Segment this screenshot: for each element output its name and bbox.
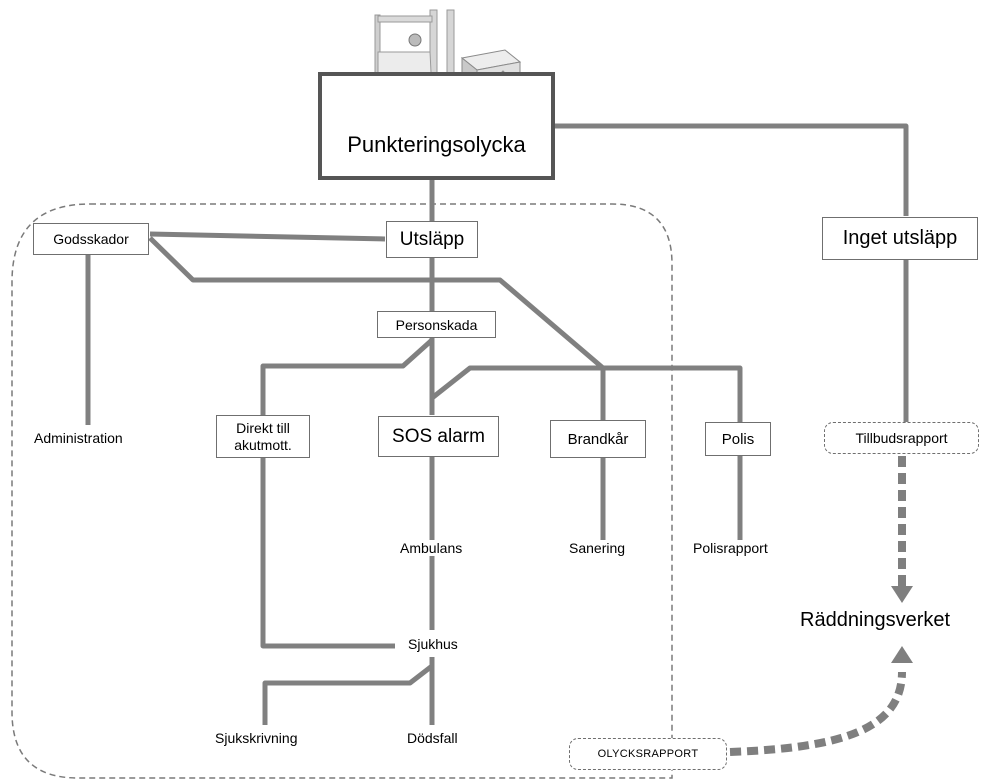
connector-lines xyxy=(85,123,909,725)
line-title-inget-utslapp xyxy=(555,123,909,216)
arrowhead-up xyxy=(891,646,913,663)
line-godsskador-brandkar xyxy=(148,236,605,370)
olycksrapport-node: OLYCKSRAPPORT xyxy=(569,738,727,770)
administration-label: Administration xyxy=(34,430,123,446)
line-personskada-direkt xyxy=(260,338,434,415)
page-title: Punkteringsolycka xyxy=(347,132,526,157)
line-godsskador-utslapp xyxy=(149,231,386,242)
sos-alarm-node: SOS alarm xyxy=(378,416,499,457)
sanering-label: Sanering xyxy=(569,540,626,556)
dodsfall-label: Dödsfall xyxy=(407,730,458,746)
polisrapport-label: Polisrapport xyxy=(693,540,768,556)
direkt-till-akutmott-node: Direkt till akutmott. xyxy=(216,415,310,458)
line-direkt-sjukhus xyxy=(260,458,395,649)
sjukhus-label: Sjukhus xyxy=(408,636,458,652)
personskada-node: Personskada xyxy=(377,311,496,338)
report-arrows xyxy=(729,456,906,756)
tillbudsrapport-node: Tillbudsrapport xyxy=(824,422,979,454)
sjukskrivning-label: Sjukskrivning xyxy=(215,730,298,746)
olycksrapport-to-raddningsverket-arrow xyxy=(729,671,906,756)
line-sjukhus-sjukskrivning xyxy=(262,664,434,725)
arrowhead-down xyxy=(891,586,913,603)
line-sos-brandkar-polis xyxy=(429,365,743,422)
polis-node: Polis xyxy=(705,422,771,456)
inget-utslapp-node: Inget utsläpp xyxy=(822,217,978,260)
ambulans-label: Ambulans xyxy=(400,540,463,556)
godsskador-node: Godsskador xyxy=(33,223,149,255)
title-box: Punkteringsolycka xyxy=(318,72,555,180)
utslapp-node: Utsläpp xyxy=(386,221,478,258)
brandkar-node: Brandkår xyxy=(550,420,646,458)
raddningsverket-label: Räddningsverket xyxy=(800,609,951,631)
emission-scope-region xyxy=(11,203,673,779)
